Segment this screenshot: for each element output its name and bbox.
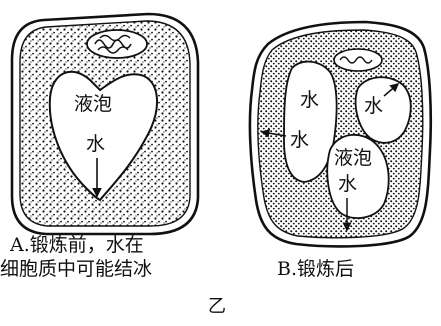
figure-label: 乙 (208, 296, 226, 318)
cell-b-nucleus (334, 49, 382, 71)
cell-a-caption-line-1: A.锻炼前，水在 (10, 234, 144, 256)
cell-b-water-top-label: 水 (300, 89, 319, 111)
cell-a: 液泡 水 (12, 14, 198, 234)
cell-b-water-left-label: 水 (290, 129, 309, 151)
cell-a-caption-line-2: 细胞质中可能结冰 (0, 258, 152, 280)
cell-b: 水 水 水 液泡 水 (250, 22, 431, 246)
cell-a-water-label: 水 (86, 133, 105, 155)
cell-b-water-bottom-label: 水 (338, 173, 357, 195)
cell-a-vacuole-label: 液泡 (74, 93, 112, 115)
cell-a-nucleus (87, 30, 147, 58)
cell-b-caption: B.锻炼后 (277, 258, 354, 280)
cell-b-water-right-label: 水 (364, 95, 383, 117)
cell-b-vacuole-label: 液泡 (334, 147, 372, 169)
